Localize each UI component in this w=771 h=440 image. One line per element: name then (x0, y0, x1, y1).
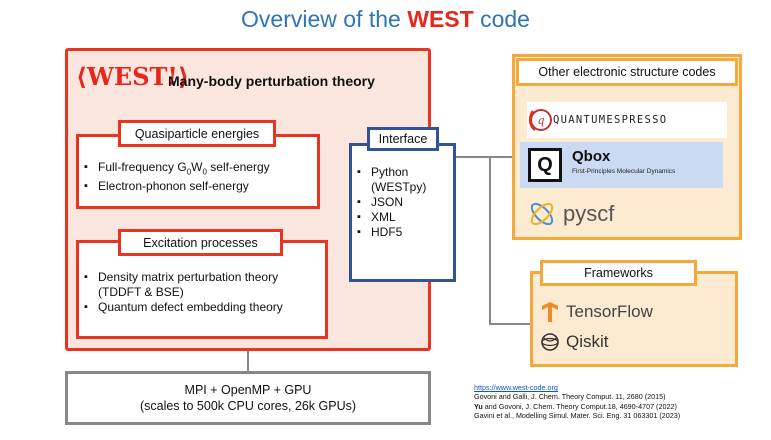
west-subtitle: Many-body perturbation theory (168, 73, 375, 89)
qiskit-mark-icon (541, 333, 559, 351)
list-item: HDF5 (357, 225, 452, 240)
list-item: Quantum defect embedding theory (84, 300, 324, 315)
tensorflow-logo-icon: TensorFlow (540, 300, 653, 324)
mpi-box: MPI + OpenMP + GPU (scales to 500k CPU c… (65, 371, 431, 425)
list-item: Python (WESTpy) (357, 165, 452, 195)
mpi-line1: MPI + OpenMP + GPU (184, 383, 312, 397)
list-item: Density matrix perturbation theory (TDDF… (84, 270, 324, 300)
qiskit-logo-icon: Qiskit (540, 330, 609, 354)
quantum-espresso-label: QUANTUMESPRESSO (553, 114, 668, 126)
qiskit-label: Qiskit (566, 332, 609, 351)
qbox-name: Qbox (572, 148, 611, 165)
list-item: Full-frequency G0W0 self-energy (84, 160, 319, 179)
references: https://www.west-code.org Govoni and Gal… (474, 383, 769, 421)
qbox-letter: Q (528, 148, 562, 182)
tensorflow-label: TensorFlow (566, 302, 653, 321)
list-item: Electron-phonon self-energy (84, 179, 319, 194)
quantum-espresso-logo-icon: q QUANTUMESPRESSO (527, 102, 727, 138)
excitation-list: Density matrix perturbation theory (TDDF… (84, 270, 324, 315)
reference-2-author: Yu (474, 401, 483, 411)
quasiparticle-list: Full-frequency G0W0 self-energy Electron… (84, 160, 319, 194)
west-logo-icon: ⟨WEST!⟩ (76, 62, 189, 91)
pyscf-label: pyscf (563, 201, 615, 226)
quantum-espresso-mark-icon: q (529, 109, 552, 131)
interface-list: Python (WESTpy) JSON XML HDF5 (357, 165, 452, 240)
qbox-subtitle: First-Principles Molecular Dynamics (572, 168, 676, 175)
title-suffix: code (473, 6, 530, 32)
reference-1: Govoni and Galli, J. Chem. Theory Comput… (474, 392, 666, 402)
reference-2-rest: and Govoni, J. Chem. Theory Comput.18, 4… (482, 401, 677, 411)
quasiparticle-title: Quasiparticle energies (118, 120, 276, 147)
other-codes-title: Other electronic structure codes (516, 58, 738, 86)
tensorflow-mark-icon (542, 302, 558, 322)
mpi-line2: (scales to 500k CPU cores, 26k GPUs) (139, 399, 357, 413)
frameworks-title: Frameworks (540, 260, 697, 286)
list-item: XML (357, 210, 452, 225)
reference-3: Gavini et al., Modelling Simul. Mater. S… (474, 411, 681, 421)
pyscf-logo-icon: pyscf (527, 194, 647, 234)
slide-title: Overview of the WEST code (0, 6, 771, 33)
svg-text:q: q (537, 114, 544, 127)
pyscf-mark-icon (530, 202, 554, 226)
website-link[interactable]: https://www.west-code.org (474, 383, 558, 392)
list-item: JSON (357, 195, 452, 210)
title-prefix: Overview of the (241, 6, 408, 32)
excitation-title: Excitation processes (118, 229, 283, 256)
title-highlight: WEST (407, 6, 474, 32)
interface-title: Interface (367, 127, 439, 151)
reference-2: Yu and Govoni, J. Chem. Theory Comput.18… (474, 402, 769, 411)
